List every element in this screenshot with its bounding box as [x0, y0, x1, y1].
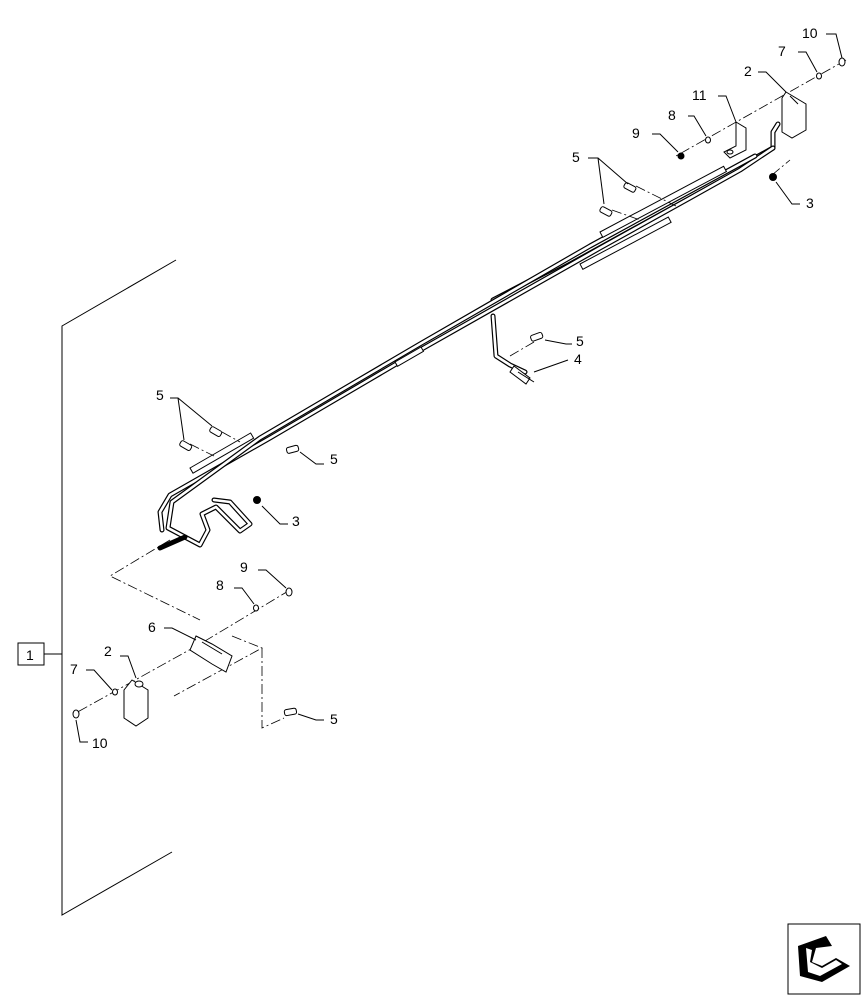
washer-top-icon — [816, 72, 822, 80]
connector-part-4: 4 — [509, 351, 582, 385]
clips-left: 5 5 — [156, 387, 338, 467]
lamp-top-assembly: 10 7 2 11 8 9 3 — [632, 25, 847, 211]
callout-10-bottom: 10 — [92, 735, 108, 751]
callout-3-top: 3 — [806, 195, 814, 211]
callout-4: 4 — [574, 351, 582, 367]
callout-2-bottom: 2 — [104, 643, 112, 659]
washer8-top-icon — [705, 136, 711, 144]
callout-5-left-a: 5 — [156, 387, 164, 403]
callout-5-mid: 5 — [576, 333, 584, 349]
callout-10-top: 10 — [802, 25, 818, 41]
callout-7-bottom: 7 — [70, 661, 78, 677]
callout-6: 6 — [148, 619, 156, 635]
callout-8-bottom: 8 — [216, 577, 224, 593]
assembly-bracket-frame: 1 — [17, 259, 177, 916]
plug-mid: 3 — [253, 496, 300, 529]
callout-11: 11 — [692, 87, 707, 103]
callout-5-left-b: 5 — [330, 451, 338, 467]
callout-9-bottom: 9 — [240, 559, 248, 575]
next-page-arrow-icon[interactable] — [787, 923, 861, 995]
callout-9-top: 9 — [632, 125, 640, 141]
clips-top: 5 — [572, 149, 677, 221]
clip-right-mid: 5 — [509, 331, 584, 357]
callout-7-top: 7 — [778, 43, 786, 59]
callout-8-top: 8 — [668, 107, 676, 123]
callout-2-top: 2 — [744, 63, 752, 79]
plug-top-icon — [769, 173, 777, 181]
tube-harness — [157, 121, 781, 551]
callout-5-bottom: 5 — [330, 711, 338, 727]
callout-3-mid: 3 — [292, 513, 300, 529]
callout-5-top: 5 — [572, 149, 580, 165]
lamp-bottom-assembly: 9 8 6 2 7 10 5 — [70, 539, 338, 751]
nut-top-icon — [677, 152, 685, 160]
callout-1: 1 — [26, 647, 34, 663]
bolt-top-icon — [838, 57, 846, 67]
